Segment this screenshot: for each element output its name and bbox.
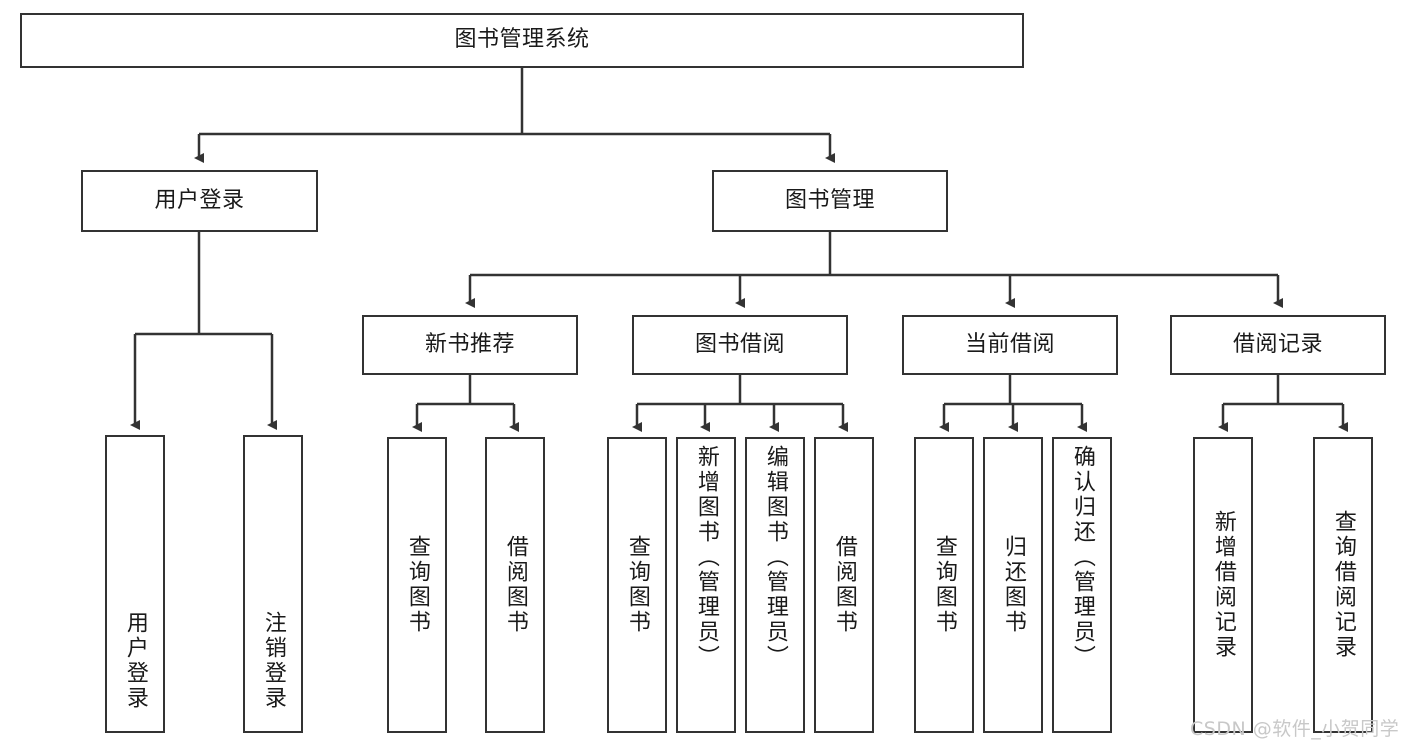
node-label: 借阅图书 xyxy=(831,535,857,635)
node-label: 编辑图书（管理员） xyxy=(762,445,788,670)
node-label: 归还图书 xyxy=(1000,535,1026,635)
node-label: 借阅图书 xyxy=(502,535,528,635)
node-label: 图书管理系统 xyxy=(454,27,590,53)
node-label: 用户登录 xyxy=(122,611,148,711)
node-book-manage[interactable]: 图书管理 xyxy=(712,170,948,232)
node-label: 确认归还（管理员） xyxy=(1069,445,1095,670)
leaf-query-book-borrow[interactable]: 查询图书 xyxy=(607,437,667,733)
node-user-login[interactable]: 用户登录 xyxy=(81,170,318,232)
node-label: 查询图书 xyxy=(624,535,650,635)
leaf-confirm-return[interactable]: 确认归还（管理员） xyxy=(1052,437,1112,733)
node-new-book-recommend[interactable]: 新书推荐 xyxy=(362,315,578,375)
leaf-add-borrow-record[interactable]: 新增借阅记录 xyxy=(1193,437,1253,733)
node-label: 图书管理 xyxy=(784,187,875,213)
node-label: 查询图书 xyxy=(404,535,430,635)
leaf-user-logout[interactable]: 注销登录 xyxy=(243,435,303,733)
node-current-borrow[interactable]: 当前借阅 xyxy=(902,315,1118,375)
leaf-add-book[interactable]: 新增图书（管理员） xyxy=(676,437,736,733)
node-book-borrow[interactable]: 图书借阅 xyxy=(632,315,848,375)
leaf-user-login[interactable]: 用户登录 xyxy=(105,435,165,733)
node-label: 新增图书（管理员） xyxy=(693,445,719,670)
leaf-borrow-book-recommend[interactable]: 借阅图书 xyxy=(485,437,545,733)
leaf-borrow-book-borrow[interactable]: 借阅图书 xyxy=(814,437,874,733)
leaf-query-book-current[interactable]: 查询图书 xyxy=(914,437,974,733)
node-label: 注销登录 xyxy=(260,611,286,711)
csdn-watermark: CSDN @软件_小贺同学 xyxy=(1190,718,1400,740)
node-label: 新增借阅记录 xyxy=(1210,510,1236,660)
node-label: 借阅记录 xyxy=(1232,331,1323,357)
node-label: 当前借阅 xyxy=(964,331,1055,357)
node-label: 图书借阅 xyxy=(694,331,785,357)
node-root-system[interactable]: 图书管理系统 xyxy=(20,13,1024,68)
node-label: 查询借阅记录 xyxy=(1330,510,1356,660)
node-label: 用户登录 xyxy=(154,187,245,213)
leaf-query-book-recommend[interactable]: 查询图书 xyxy=(387,437,447,733)
leaf-query-borrow-record[interactable]: 查询借阅记录 xyxy=(1313,437,1373,733)
node-label: 查询图书 xyxy=(931,535,957,635)
node-borrow-record[interactable]: 借阅记录 xyxy=(1170,315,1386,375)
leaf-edit-book[interactable]: 编辑图书（管理员） xyxy=(745,437,805,733)
leaf-return-book[interactable]: 归还图书 xyxy=(983,437,1043,733)
node-label: 新书推荐 xyxy=(424,331,515,357)
